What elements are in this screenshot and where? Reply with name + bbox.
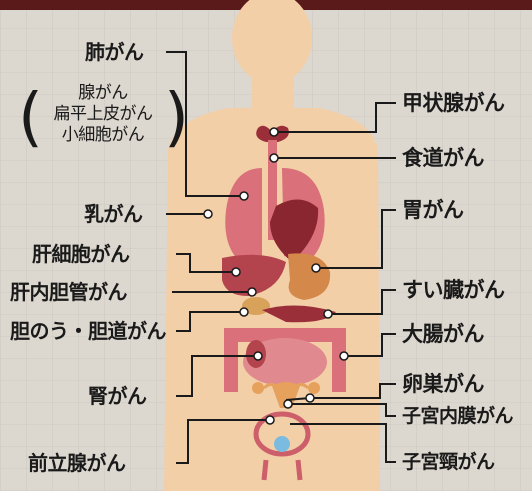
- label-hepatocellular-cancer: 肝細胞がん: [32, 243, 130, 265]
- label-cervical-cancer: 子宮頸がん: [402, 451, 495, 473]
- label-prostate-cancer: 前立腺がん: [28, 452, 126, 474]
- label-squamous-cell: 扁平上皮がん: [38, 104, 168, 125]
- label-intrahepatic-bile-duct-cancer: 肝内胆管がん: [10, 281, 127, 303]
- prostate-organ: [274, 436, 290, 452]
- label-lung-cancer: 肺がん: [85, 41, 144, 63]
- label-endometrial-cancer: 子宮内膜がん: [402, 405, 513, 427]
- ovary-right-organ: [308, 382, 320, 394]
- label-stomach-cancer: 胃がん: [402, 199, 464, 221]
- label-small-cell: 小細胞がん: [38, 125, 168, 146]
- lung-subtypes: 腺がん 扁平上皮がん 小細胞がん: [38, 83, 168, 146]
- label-ovarian-cancer: 卵巣がん: [402, 373, 484, 395]
- label-esophageal-cancer: 食道がん: [402, 147, 484, 169]
- ovary-left-organ: [252, 382, 264, 394]
- label-colorectal-cancer: 大腸がん: [402, 323, 484, 345]
- label-breast-cancer: 乳がん: [84, 203, 143, 225]
- label-kidney-cancer: 腎がん: [88, 385, 147, 407]
- label-gallbladder-bile-duct-cancer: 胆のう・胆道がん: [10, 320, 166, 342]
- label-thyroid-cancer: 甲状腺がん: [402, 92, 505, 114]
- label-pancreatic-cancer: すい臓がん: [402, 279, 505, 301]
- label-adenocarcinoma: 腺がん: [38, 83, 168, 104]
